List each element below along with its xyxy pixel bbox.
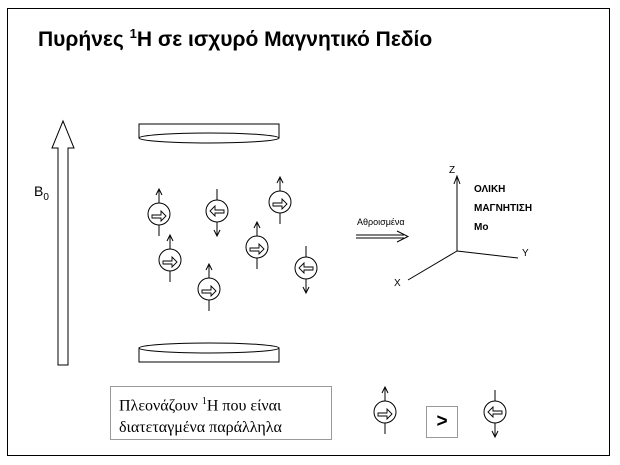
proton-parallel-icon	[268, 176, 292, 225]
proton-parallel-icon	[245, 221, 269, 270]
caption-box: Πλεονάζουν 1H που είναι διατεταγμένα παρ…	[110, 386, 332, 440]
slide-frame	[7, 8, 610, 456]
sum-arrow	[356, 230, 410, 243]
sum-arrow-label: Αθροισμένα	[357, 217, 405, 227]
total-magnetization-label: ΟΛΙΚΗ ΜΑΓΝΗΤΙΣΗ Mo	[474, 184, 533, 233]
greater-than-box: >	[426, 406, 458, 438]
proton-parallel-icon	[197, 263, 221, 312]
proton-antiparallel-icon	[483, 389, 507, 438]
b0-label: B0	[34, 183, 49, 203]
proton-antiparallel-icon	[205, 188, 229, 237]
proton-parallel-icon	[373, 386, 397, 435]
axis-x-label: X	[394, 278, 401, 289]
bottom-magnet-plate	[138, 342, 280, 363]
slide-title: Πυρήνες 1H σε ισχυρό Μαγνητικό Πεδίο	[38, 26, 433, 51]
axes-icon	[407, 174, 519, 281]
top-magnet-plate	[138, 123, 280, 144]
proton-parallel-icon	[147, 188, 171, 237]
axis-z-label: Z	[449, 165, 456, 176]
b0-field-arrow	[51, 119, 75, 366]
proton-parallel-icon	[158, 234, 182, 283]
proton-antiparallel-icon	[294, 245, 318, 294]
axis-y-label: Y	[522, 248, 529, 259]
